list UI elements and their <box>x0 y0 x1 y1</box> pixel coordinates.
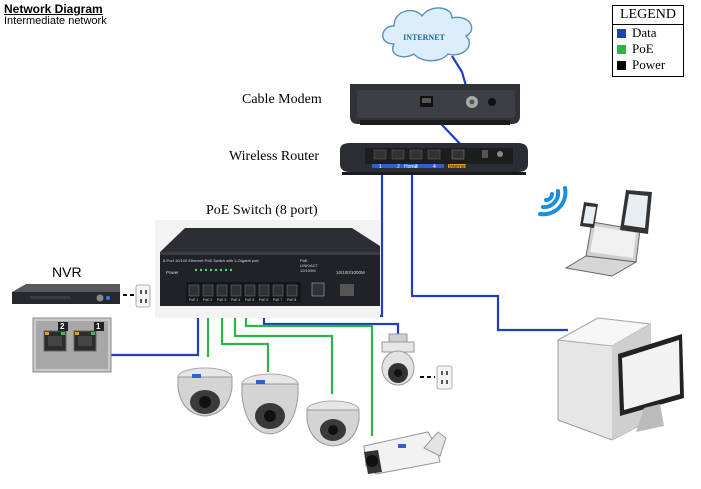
ptz-camera-icon <box>381 333 415 386</box>
legend-label: Data <box>632 25 657 40</box>
power-outlet-icon <box>436 365 453 390</box>
legend-title: LEGEND <box>613 6 683 25</box>
nvr-port-label: 1 <box>96 322 101 331</box>
router-port-label: 2 <box>397 164 400 170</box>
diagram-subtitle: Intermediate network <box>4 15 107 27</box>
cable-poe-dome3 <box>233 308 334 394</box>
wireless-router-label: Wireless Router <box>229 149 320 164</box>
dome-camera-icon <box>241 373 299 435</box>
switch-port-label: PoE 7 <box>273 298 282 302</box>
router-port-label: 4 <box>433 164 436 170</box>
router-port-labels: 1 2 Home 3 4 Internet <box>379 164 467 170</box>
phone-icon <box>580 202 598 228</box>
dome-camera-icon <box>177 367 233 417</box>
switch-port-label: PoE 5 <box>245 298 254 302</box>
switch-port-label: PoE 3 <box>217 298 226 302</box>
switch-model-text: 8-Port 10/100 Ethernet PoE Switch with 1… <box>163 258 259 263</box>
wireless-router-icon <box>340 143 528 175</box>
switch-port-label: PoE 4 <box>231 298 240 302</box>
poe-switch-icon <box>155 220 380 318</box>
switch-port-label: PoE 1 <box>189 298 198 302</box>
legend-item-power: Power <box>613 57 683 73</box>
cable-router-desktop <box>410 174 568 332</box>
tablet-icon <box>620 190 652 234</box>
switch-port-label: PoE 6 <box>259 298 268 302</box>
legend-item-poe: PoE <box>613 41 683 57</box>
laptop-icon <box>564 221 641 277</box>
legend-swatch-poe <box>617 44 626 54</box>
nvr-port-closeup <box>32 317 112 373</box>
nvr-port-labels: 2 1 <box>60 322 101 331</box>
cloud-icon <box>382 7 473 62</box>
dome-camera-icon <box>306 400 360 447</box>
switch-port-label: PoE 2 <box>203 298 212 302</box>
legend-swatch-power <box>617 60 626 70</box>
router-port-label: Home <box>404 164 418 170</box>
router-port-label: 3 <box>415 164 418 170</box>
switch-indicator-label: 10/100M <box>300 268 316 273</box>
legend: LEGEND Data PoE Power <box>612 5 684 77</box>
cloud-label: INTERNET <box>403 33 445 42</box>
wifi-signal-icon <box>538 186 568 217</box>
cable-poe-dome2 <box>220 308 270 372</box>
nvr-port-label: 2 <box>60 322 65 331</box>
router-port-label: Internet <box>449 164 467 170</box>
router-port-label: 1 <box>379 164 382 170</box>
cable-modem-icon <box>350 84 520 125</box>
desktop-computer-icon <box>556 317 684 441</box>
switch-indicator-label: LINK/ACT <box>300 263 319 268</box>
power-outlet-icon <box>135 284 151 308</box>
legend-label: Power <box>632 57 666 72</box>
nvr-label: NVR <box>52 264 82 280</box>
legend-swatch-data <box>617 28 626 38</box>
nvr-icon <box>12 284 120 304</box>
bullet-camera-icon <box>363 431 447 475</box>
switch-power-text: Power <box>166 270 179 275</box>
legend-label: PoE <box>632 41 654 56</box>
diagram-title: Network Diagram <box>4 2 103 16</box>
switch-uplink-speed: 10/100/1000M <box>336 270 365 275</box>
poe-switch-label: PoE Switch (8 port) <box>206 203 318 218</box>
switch-texts: 8-Port 10/100 Ethernet PoE Switch with 1… <box>163 258 365 302</box>
switch-port-label: PoE 8 <box>287 298 296 302</box>
power-cables <box>123 294 435 378</box>
cable-modem-label: Cable Modem <box>242 92 322 107</box>
switch-indicator-label: PoE <box>300 258 308 263</box>
legend-item-data: Data <box>613 25 683 41</box>
